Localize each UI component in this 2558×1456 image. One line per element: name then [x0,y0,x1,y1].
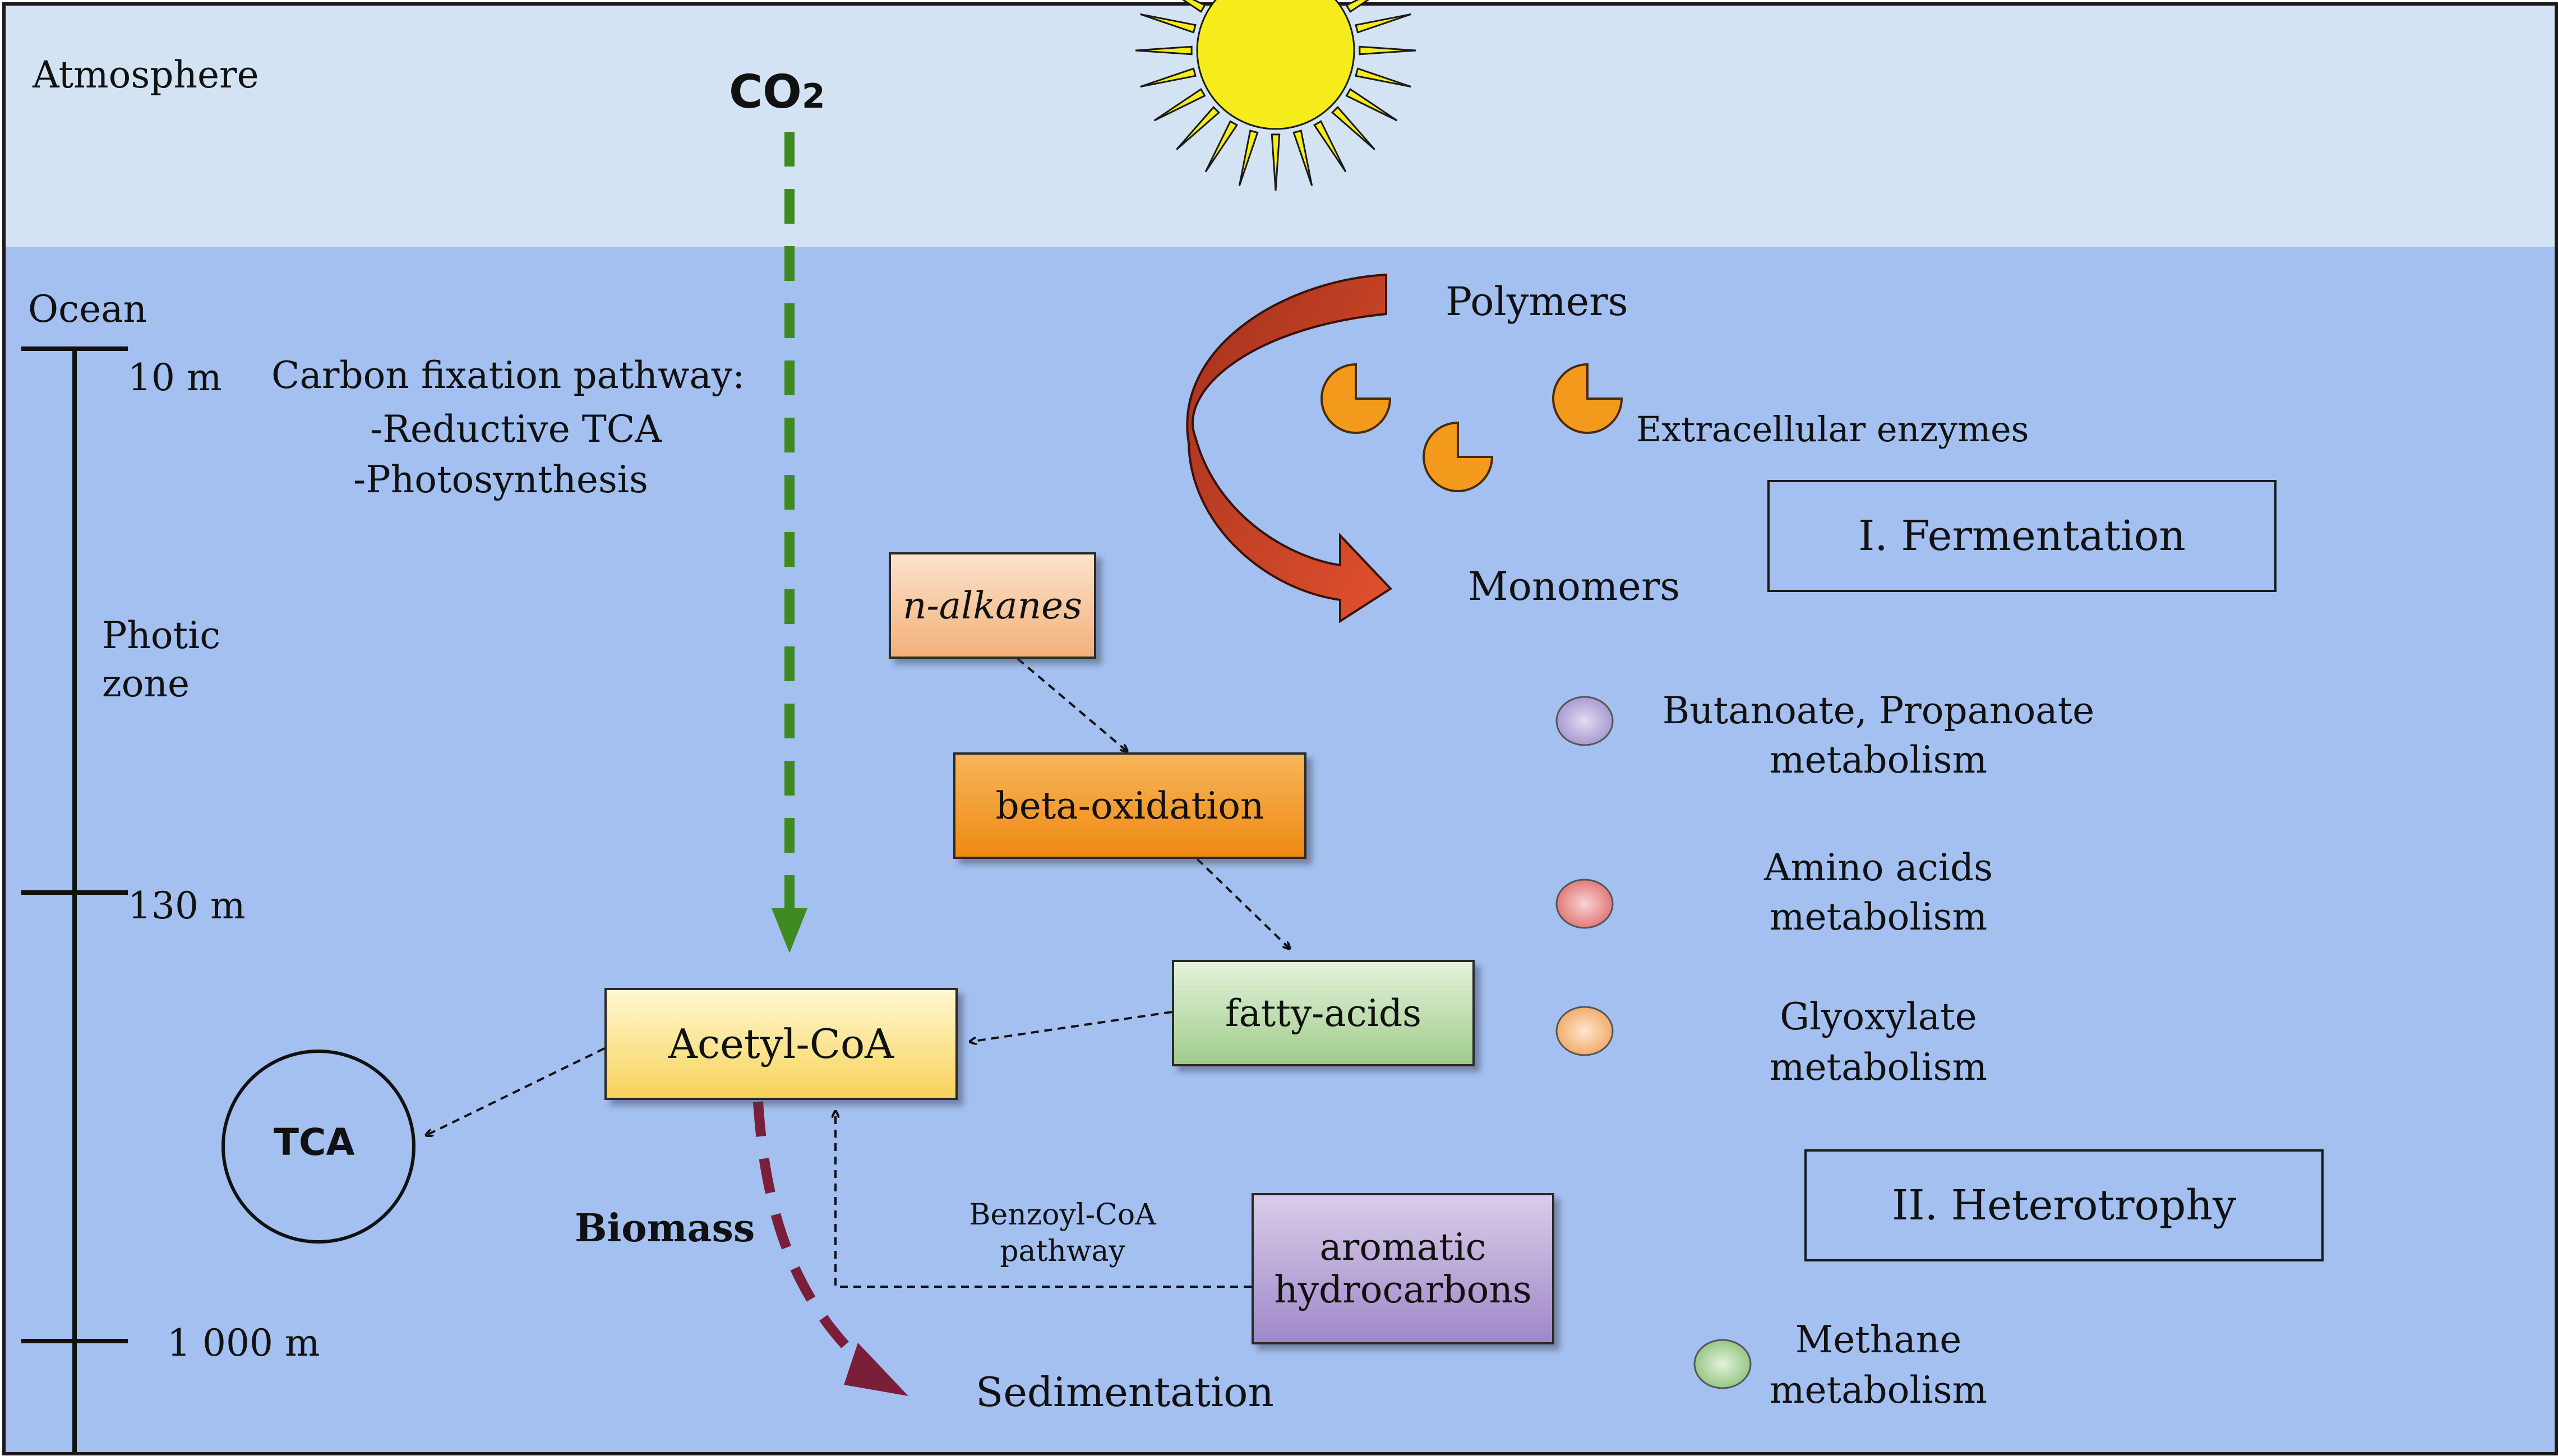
enzyme-icon-3 [1552,363,1623,434]
legend-methane-line2: metabolism [1769,1369,1988,1412]
arrow-beta-to-fatty [1196,858,1290,949]
photic-zone-label-line2: zone [102,662,190,705]
carbon-fixation-item-1: -Reductive TCA [370,408,662,451]
legend-dot-butanoate [1555,696,1614,746]
monomers-label: Monomers [1468,563,1680,609]
sun-ray [1355,13,1411,34]
biomass-label: Biomass [575,1206,755,1251]
ocean-label: Ocean [28,288,147,331]
acetyl-coa-box: Acetyl-CoA [604,988,958,1100]
benzoyl-coa-label-line1: Benzoyl-CoA [969,1198,1156,1232]
sun-ray [1359,45,1416,56]
photic-zone-label-line1: Photic [102,614,221,657]
legend-glyoxylate-line2: metabolism [1769,1046,1988,1089]
arrow-alkanes-to-beta [1017,658,1127,751]
sun-ray [1313,120,1347,173]
legend-amino-line1: Amino acids [1763,846,1993,889]
atmosphere-label: Atmosphere [33,53,259,96]
beta-oxidation-box: beta-oxidation [953,752,1306,859]
enzyme-icon-1 [1320,363,1392,434]
pathway-arrows [426,658,1290,1288]
sun-icon [1135,0,1416,191]
heterotrophy-category-box: II. Heterotrophy [1804,1149,2324,1261]
aromatic-line-2: hydrocarbons [1274,1268,1532,1311]
legend-dot-amino [1555,879,1614,929]
depth-label-1000m: 1 000 m [167,1321,320,1365]
sun-ray [1181,0,1206,13]
sun-ray [1292,130,1313,186]
sedimentation-label: Sedimentation [976,1369,1274,1416]
sun-ray [1140,67,1197,88]
sun-ray [1238,130,1259,186]
benzoyl-coa-label-line2: pathway [1000,1235,1125,1268]
sun-ray [1355,67,1411,88]
co2-arrow [772,132,807,953]
sun-ray [1135,45,1193,56]
biomass-arrow [753,1101,908,1396]
extracellular-enzyme-icons [1320,363,1623,492]
fatty-acids-box: fatty-acids [1172,960,1475,1066]
sun-ray [1331,105,1375,150]
extracellular-enzymes-label: Extracellular enzymes [1636,409,2029,450]
sun-ray [1204,120,1239,173]
sun-ray [1176,105,1221,150]
tca-label: TCA [274,1121,355,1164]
aromatic-hydrocarbons-box: aromatic hydrocarbons [1252,1193,1554,1344]
legend-dots [1555,696,1752,1389]
aromatic-line-1: aromatic [1319,1226,1486,1269]
polymer-monomer-arrow [1186,273,1393,623]
legend-dot-methane [1693,1339,1752,1389]
depth-scale [21,346,128,1452]
depth-label-10m: 10 m [128,356,222,399]
fermentation-category-box: I. Fermentation [1767,480,2277,592]
legend-amino-line2: metabolism [1769,895,1988,939]
sun-ray [1140,13,1197,34]
sun-ray [1271,133,1281,191]
polymers-label: Polymers [1446,279,1628,325]
enzyme-icon-2 [1423,421,1494,492]
sun-ray [1345,0,1370,13]
sun-ray [1153,87,1206,122]
legend-dot-glyoxylate [1555,1006,1614,1056]
arrow-acetyl-to-tca [426,1047,605,1135]
carbon-fixation-title: Carbon fixation pathway: [271,354,745,397]
legend-glyoxylate-line1: Glyoxylate [1780,995,1977,1038]
legend-butanoate-line1: Butanoate, Propanoate [1662,689,2095,732]
tca-cycle-circle [221,1050,415,1244]
arrow-aromatic-to-acetyl [835,1111,1252,1288]
arrow-fatty-to-acetyl [970,1011,1172,1042]
carbon-fixation-item-2: -Photosynthesis [353,458,648,501]
n-alkanes-box: n-alkanes [889,552,1096,659]
depth-label-130m: 130 m [128,884,246,927]
legend-butanoate-line2: metabolism [1769,738,1988,782]
legend-methane-line1: Methane [1795,1318,1962,1361]
co2-label: CO2 [729,66,825,119]
sun-ray [1345,87,1398,122]
